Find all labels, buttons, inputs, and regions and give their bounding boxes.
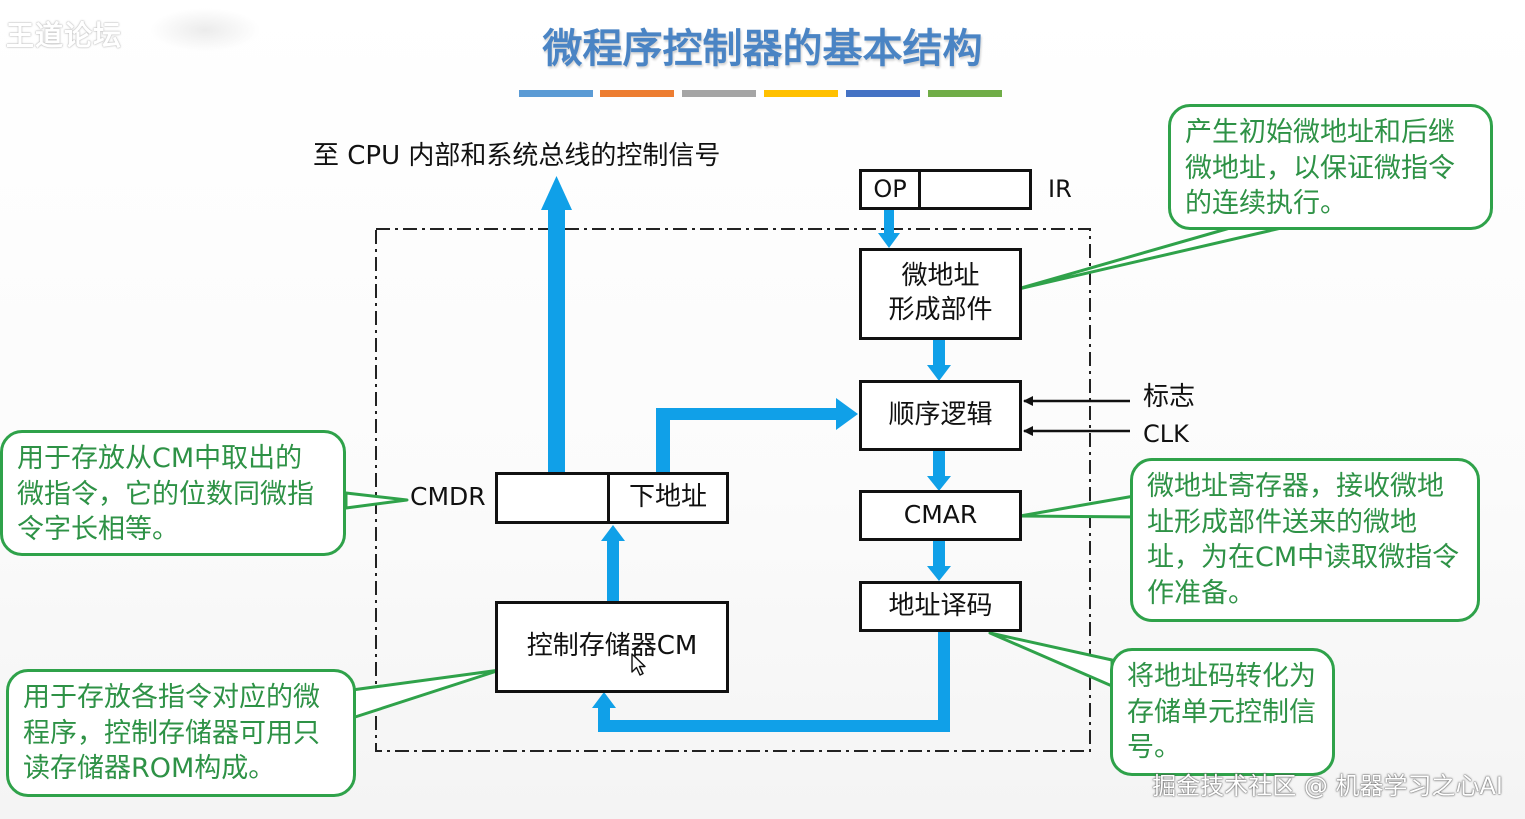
note-cmar: 微地址寄存器，接收微地址形成部件送来的微地址，为在CM中读取微指令作准备。: [1130, 458, 1480, 622]
note-control-store-text: 用于存放各指令对应的微程序，控制存储器可用只读存储器ROM构成。: [23, 682, 320, 785]
note-cmdr-text: 用于存放从CM中取出的微指令，它的位数同微指令字长相等。: [17, 443, 314, 546]
note-address-decoder: 将地址码转化为存储单元控制信号。: [1110, 648, 1335, 776]
title-rule-4: [764, 90, 838, 97]
clk-label: CLK: [1143, 420, 1189, 448]
bus-cm-to-cmdr: [607, 540, 619, 602]
control-store-label: 控制存储器CM: [526, 631, 698, 662]
ir-register-op-field: OP: [859, 169, 921, 210]
callout-pointer-cmdr: [344, 491, 409, 510]
bus-seq-to-cmar: [933, 451, 945, 477]
micro-address-generator: 微地址 形成部件: [859, 248, 1022, 340]
ir-label: IR: [1048, 175, 1072, 203]
cpu-control-signals-label: 至 CPU 内部和系统总线的控制信号: [313, 141, 721, 171]
logo-watermark: [150, 8, 260, 52]
title-rule-1: [519, 90, 593, 97]
bus-decoder-to-cm: [598, 631, 950, 732]
footer-watermark: 掘金技术社区 @ 机器学习之心AI: [1152, 772, 1503, 800]
slide-title: 微程序控制器的基本结构: [542, 26, 983, 72]
note-micro-address-generator-text: 产生初始微地址和后继微地址，以保证微指令的连续执行。: [1185, 117, 1455, 220]
title-rule-5: [846, 90, 920, 97]
note-control-store: 用于存放各指令对应的微程序，控制存储器可用只读存储器ROM构成。: [6, 669, 356, 797]
micro-address-generator-label: 微地址 形成部件: [888, 261, 993, 325]
callout-pointer-decoder: [988, 631, 1114, 688]
bus-paths: [541, 176, 951, 732]
bus-cmar-to-decoder: [933, 541, 945, 567]
address-decoder: 地址译码: [859, 581, 1022, 632]
title-rule-2: [600, 90, 674, 97]
callout-pointer-cm: [350, 668, 502, 720]
title-rule-3: [682, 90, 756, 97]
bus-addr-gen-to-seq-arrowhead: [927, 365, 951, 381]
address-decoder-label: 地址译码: [888, 590, 993, 621]
forum-watermark: 王道论坛: [6, 19, 123, 52]
bus-cmdr-to-cpu-arrowhead: [541, 176, 572, 210]
cmdr-control-field: [495, 472, 610, 524]
op-label: OP: [873, 174, 907, 203]
callout-pointer-addr-gen: [1012, 224, 1292, 292]
bus-decoder-to-cm-arrowhead: [592, 692, 616, 708]
bus-op-to-addr-gen: [884, 209, 894, 234]
control-store-cm: 控制存储器CM: [495, 601, 729, 693]
bus-cm-to-cmdr-arrowhead: [601, 525, 625, 541]
sequence-logic-label: 顺序逻辑: [888, 399, 993, 430]
cmar-register: CMAR: [859, 490, 1022, 541]
bus-seq-to-cmar-arrowhead: [927, 476, 951, 491]
note-cmar-text: 微地址寄存器，接收微地址形成部件送来的微地址，为在CM中读取微指令作准备。: [1147, 471, 1460, 609]
note-micro-address-generator: 产生初始微地址和后继微地址，以保证微指令的连续执行。: [1168, 104, 1493, 230]
ir-register-addr-field: [918, 169, 1032, 210]
note-cmdr: 用于存放从CM中取出的微指令，它的位数同微指令字长相等。: [0, 430, 346, 556]
bus-op-to-addr-gen-arrowhead: [878, 233, 900, 248]
bus-next-addr-to-seq-arrowhead: [836, 398, 858, 430]
sequence-logic: 顺序逻辑: [859, 380, 1022, 451]
cmdr-next-address-field: 下地址: [607, 472, 729, 524]
bus-cmar-to-decoder-arrowhead: [927, 566, 951, 581]
callout-pointer-cmar: [1018, 493, 1142, 519]
controller-boundary: [375, 228, 1091, 752]
mouse-cursor-icon: [631, 653, 646, 676]
bus-cmdr-to-cpu: [548, 208, 565, 473]
cmar-label: CMAR: [903, 500, 978, 530]
bus-next-addr-to-seq: [656, 408, 838, 473]
next-address-label: 下地址: [628, 482, 707, 513]
flags-label: 标志: [1143, 382, 1196, 412]
title-rule-6: [928, 90, 1002, 97]
bus-addr-gen-to-seq: [933, 340, 945, 366]
note-address-decoder-text: 将地址码转化为存储单元控制信号。: [1127, 661, 1316, 764]
cmdr-label: CMDR: [410, 482, 486, 511]
